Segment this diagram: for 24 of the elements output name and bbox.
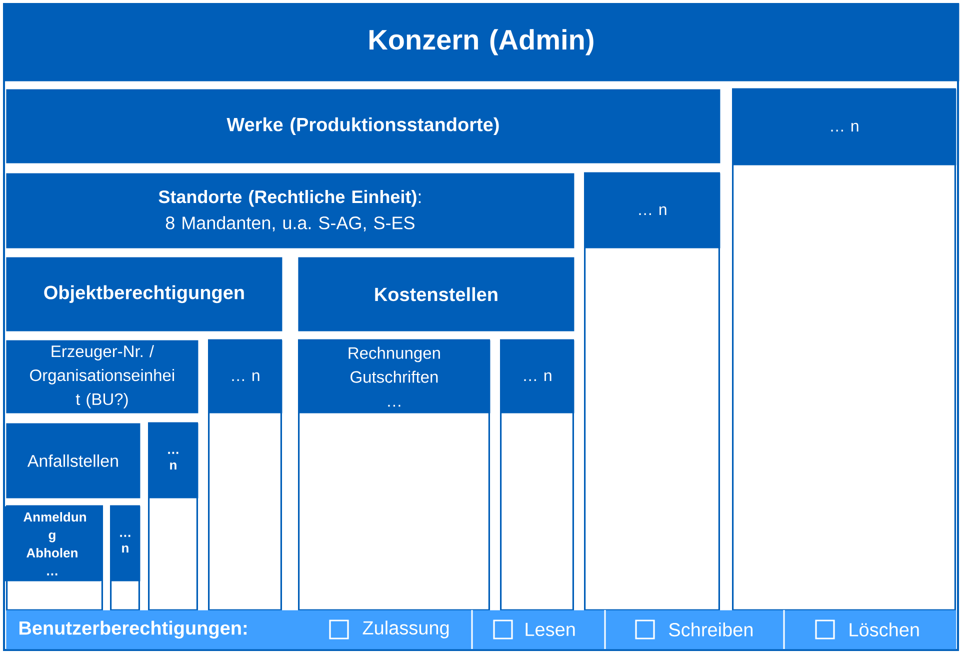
column-box: … n xyxy=(584,172,720,611)
column-box: Anmeldun g Abholen … xyxy=(4,505,103,611)
node-label: Anfallstellen xyxy=(27,454,118,467)
header-box: Werke (Produktionsstandorte) xyxy=(6,89,720,164)
node-label: Standorte (Rechtliche Einheit): xyxy=(158,190,421,207)
permission-label: Schreiben xyxy=(669,622,752,636)
column-box: … n xyxy=(148,422,198,611)
permission-label: Löschen xyxy=(850,622,919,636)
column-box: … n xyxy=(208,339,282,611)
column-box: … n xyxy=(110,505,140,611)
header-box: Anfallstellen xyxy=(6,423,140,498)
header-box: Standorte (Rechtliche Einheit): 8 Mandanten, u.a. S-AG, S-ES xyxy=(6,173,574,248)
node-label: 8 Mandanten, u.a. S-AG, S-ES xyxy=(166,216,414,232)
column-box: … n xyxy=(500,339,574,611)
column-box: Rechnungen Gutschriften … xyxy=(298,339,490,611)
column-box: … n xyxy=(732,88,956,611)
header-box: Erzeuger-Nr. / Organisationseinhei t (BU?) xyxy=(6,340,198,414)
permission-label: Zulassung xyxy=(362,620,449,638)
node-label: Objektberechtigungen xyxy=(44,285,244,304)
header-box: Objektberechtigungen xyxy=(6,257,282,332)
node-label: Erzeuger-Nr. / Organisationseinhei t (BU?) xyxy=(30,345,174,408)
permission-label: Lesen xyxy=(526,622,575,636)
header-box: Kostenstellen xyxy=(298,257,574,332)
node-label: Werke (Produktionsstandorte) xyxy=(226,117,499,136)
